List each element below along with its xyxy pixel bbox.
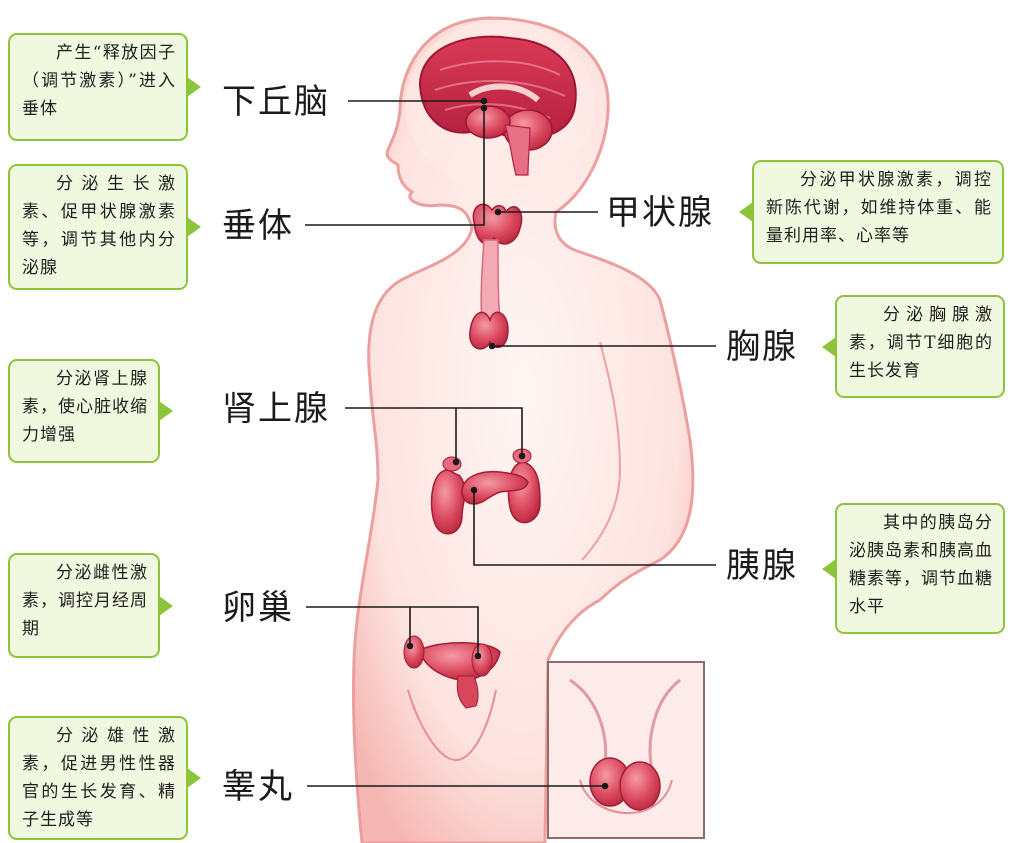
label-testis: 睾丸: [222, 767, 294, 807]
callout-ovary: 分泌雌性激素，调控月经周期: [8, 553, 160, 658]
testis-inset-frame: [548, 662, 704, 838]
callout-thyroid: 分泌甲状腺激素，调控新陈代谢，如维持体重、能量利用率、心率等: [752, 160, 1004, 264]
label-thyroid: 甲状腺: [606, 193, 714, 233]
left-kidney: [432, 470, 466, 534]
label-pancreas: 胰腺: [726, 546, 798, 586]
testis-organ-right: [620, 762, 660, 810]
label-hypothalamus: 下丘脑: [222, 82, 330, 122]
callout-pancreas: 其中的胰岛分泌胰岛素和胰高血糖素等，调节血糖水平: [835, 503, 1005, 634]
left-ovary: [404, 636, 424, 668]
label-pituitary: 垂体: [222, 206, 294, 246]
callout-thymus: 分泌胸腺激素，调节T细胞的生长发育: [835, 295, 1005, 398]
callout-adrenal: 分泌肾上腺素，使心脏收缩力增强: [8, 359, 160, 463]
callout-testis: 分泌雄性激素，促进男性性器官的生长发育、精子生成等: [8, 716, 188, 840]
thymus-organ: [470, 312, 508, 349]
right-ovary: [472, 644, 492, 676]
callout-pituitary: 分泌生长激素、促甲状腺激素等，调节其他内分泌腺: [8, 164, 188, 290]
label-thymus: 胸腺: [726, 327, 798, 367]
callout-hypothalamus: 产生“释放因子（调节激素）”进入垂体: [8, 33, 188, 141]
label-adrenal: 肾上腺: [222, 389, 330, 429]
right-kidney: [508, 462, 540, 523]
label-ovary: 卵巢: [222, 588, 294, 628]
